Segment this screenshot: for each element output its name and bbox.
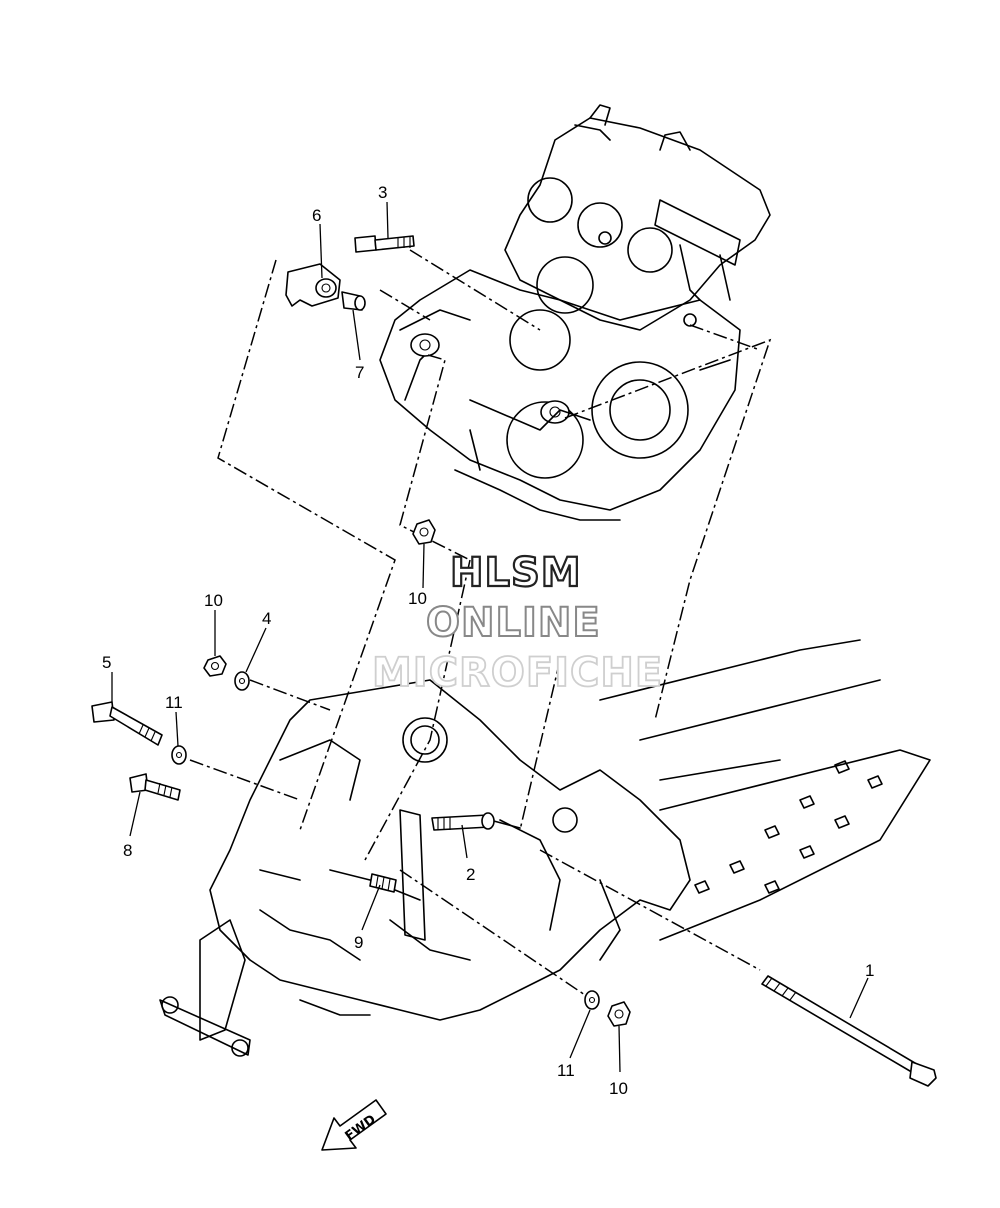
forward-direction-arrow: FWD	[321, 1099, 387, 1151]
part-7-collar	[341, 291, 366, 311]
callout-10-lower: 10	[609, 1079, 628, 1098]
part-9-stud	[369, 873, 397, 893]
callout-leaders	[111, 201, 869, 1073]
part-10-nut-left	[203, 655, 227, 677]
callout-2: 2	[466, 865, 475, 884]
part-11-washer-left	[171, 745, 187, 765]
callout-4: 4	[262, 609, 271, 628]
part-10-nut-upper	[412, 519, 436, 545]
part-5-bolt	[91, 701, 163, 746]
callout-3: 3	[378, 183, 387, 202]
callout-10-upper: 10	[408, 589, 427, 608]
callout-5: 5	[102, 653, 111, 672]
watermark-line-3: MICROFICHE	[372, 650, 663, 696]
part-1-through-bolt	[761, 975, 937, 1087]
part-11-washer-lower	[584, 990, 600, 1010]
callout-8: 8	[123, 841, 132, 860]
part-8-bolt	[129, 773, 181, 801]
callout-7: 7	[355, 363, 364, 382]
engine-assembly	[379, 104, 771, 521]
callout-9: 9	[354, 933, 363, 952]
assembly-guide-lines	[189, 249, 772, 996]
watermark: HLSM ONLINE MICROFICHE	[371, 549, 663, 697]
watermark-line-1: HLSM	[450, 550, 582, 596]
frame-assembly	[159, 639, 931, 1057]
part-6-bracket	[285, 263, 341, 307]
callout-10-left: 10	[204, 591, 223, 610]
callout-11-left: 11	[165, 693, 183, 712]
callout-labels: 1 2 3 4 5 6 7 8 9 10 10 10 11 11	[102, 183, 874, 1098]
part-2-stud	[431, 812, 495, 831]
callout-1: 1	[865, 961, 874, 980]
part-3-bolt	[354, 235, 415, 253]
callout-11-lower: 11	[557, 1061, 575, 1080]
running-board-holes	[694, 760, 883, 894]
part-4-washer	[234, 671, 250, 691]
callout-6: 6	[312, 206, 321, 225]
watermark-line-2: ONLINE	[426, 600, 601, 646]
part-10-nut-lower	[607, 1001, 631, 1027]
